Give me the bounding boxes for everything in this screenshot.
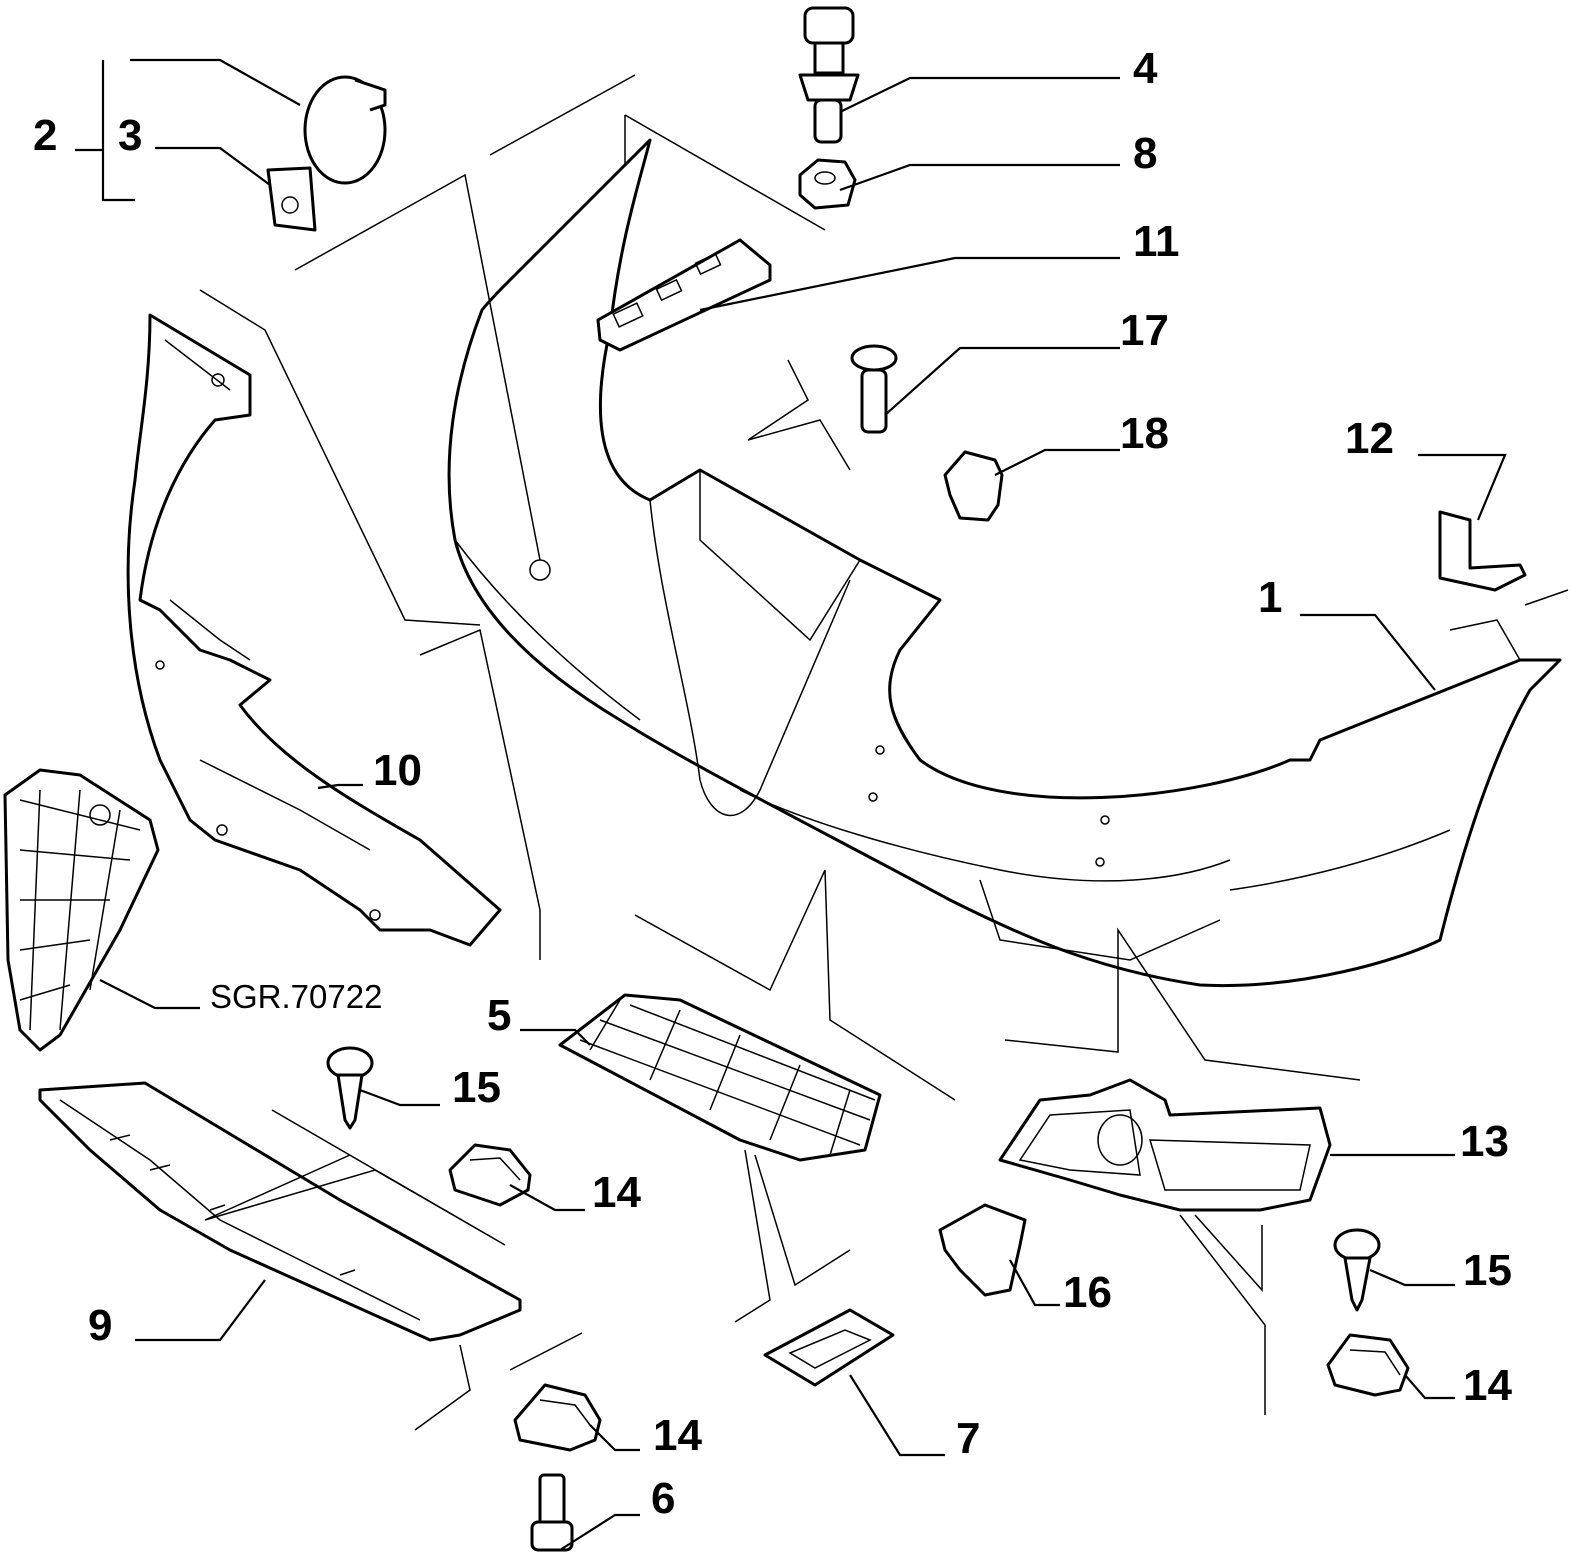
part-8-nut	[798, 158, 857, 210]
callout-17: 17	[1120, 306, 1169, 355]
part-13-foglamp-bezel	[998, 1078, 1332, 1212]
callout-6: 6	[651, 1474, 675, 1523]
callout-18: 18	[1120, 409, 1169, 458]
callout-7: 7	[956, 1414, 980, 1463]
callout-4: 4	[1133, 44, 1158, 93]
part-9-spoiler	[38, 1081, 522, 1342]
part-3-clip	[266, 166, 317, 232]
callout-9: 9	[88, 1301, 112, 1350]
part-16-clip	[938, 1203, 1027, 1297]
callout-15b: 15	[1463, 1246, 1512, 1295]
part-11-plate	[596, 238, 772, 352]
callout-16: 16	[1063, 1268, 1112, 1317]
reference-code: SGR.70722	[210, 978, 382, 1015]
part-10-bumper-bracket	[126, 313, 502, 947]
callout-15a: 15	[452, 1063, 501, 1112]
callout-14a: 14	[592, 1168, 641, 1217]
part-18-nut	[943, 450, 1004, 522]
callout-8: 8	[1133, 129, 1157, 178]
part-14b-clip	[513, 1383, 602, 1452]
callout-2: 2	[33, 111, 57, 160]
part-5-mesh-grille	[558, 993, 882, 1162]
callout-3: 3	[118, 111, 142, 160]
callout-1: 1	[1258, 573, 1282, 622]
part-17-screw	[850, 344, 898, 434]
callout-13: 13	[1460, 1117, 1509, 1166]
callout-12: 12	[1345, 414, 1394, 463]
part-2-cap	[303, 75, 387, 185]
callout-10: 10	[373, 746, 422, 795]
part-4-bolt	[798, 6, 860, 144]
leader-lines	[75, 58, 1507, 1551]
part-6-bolt	[530, 1473, 574, 1552]
part-14c-clip	[1326, 1333, 1410, 1397]
callout-5: 5	[487, 991, 511, 1040]
callout-14c: 14	[1463, 1361, 1512, 1410]
part-sgr-70722-grille	[3, 768, 160, 1052]
callout-14b: 14	[653, 1411, 702, 1460]
part-15a-screw	[326, 1046, 374, 1130]
part-15b-screw	[1333, 1228, 1381, 1312]
part-7-pad	[763, 1308, 895, 1387]
part-1-front-bumper	[447, 138, 1562, 988]
callout-11: 11	[1133, 217, 1180, 266]
part-14a-clip	[448, 1143, 532, 1207]
callout-labels: 2 3 4 8 11 17 18 12 1 10 SGR.70722 5 15 …	[33, 44, 1512, 1523]
part-12-bracket	[1438, 510, 1527, 592]
assembly-guide-lines	[199, 74, 1569, 1431]
